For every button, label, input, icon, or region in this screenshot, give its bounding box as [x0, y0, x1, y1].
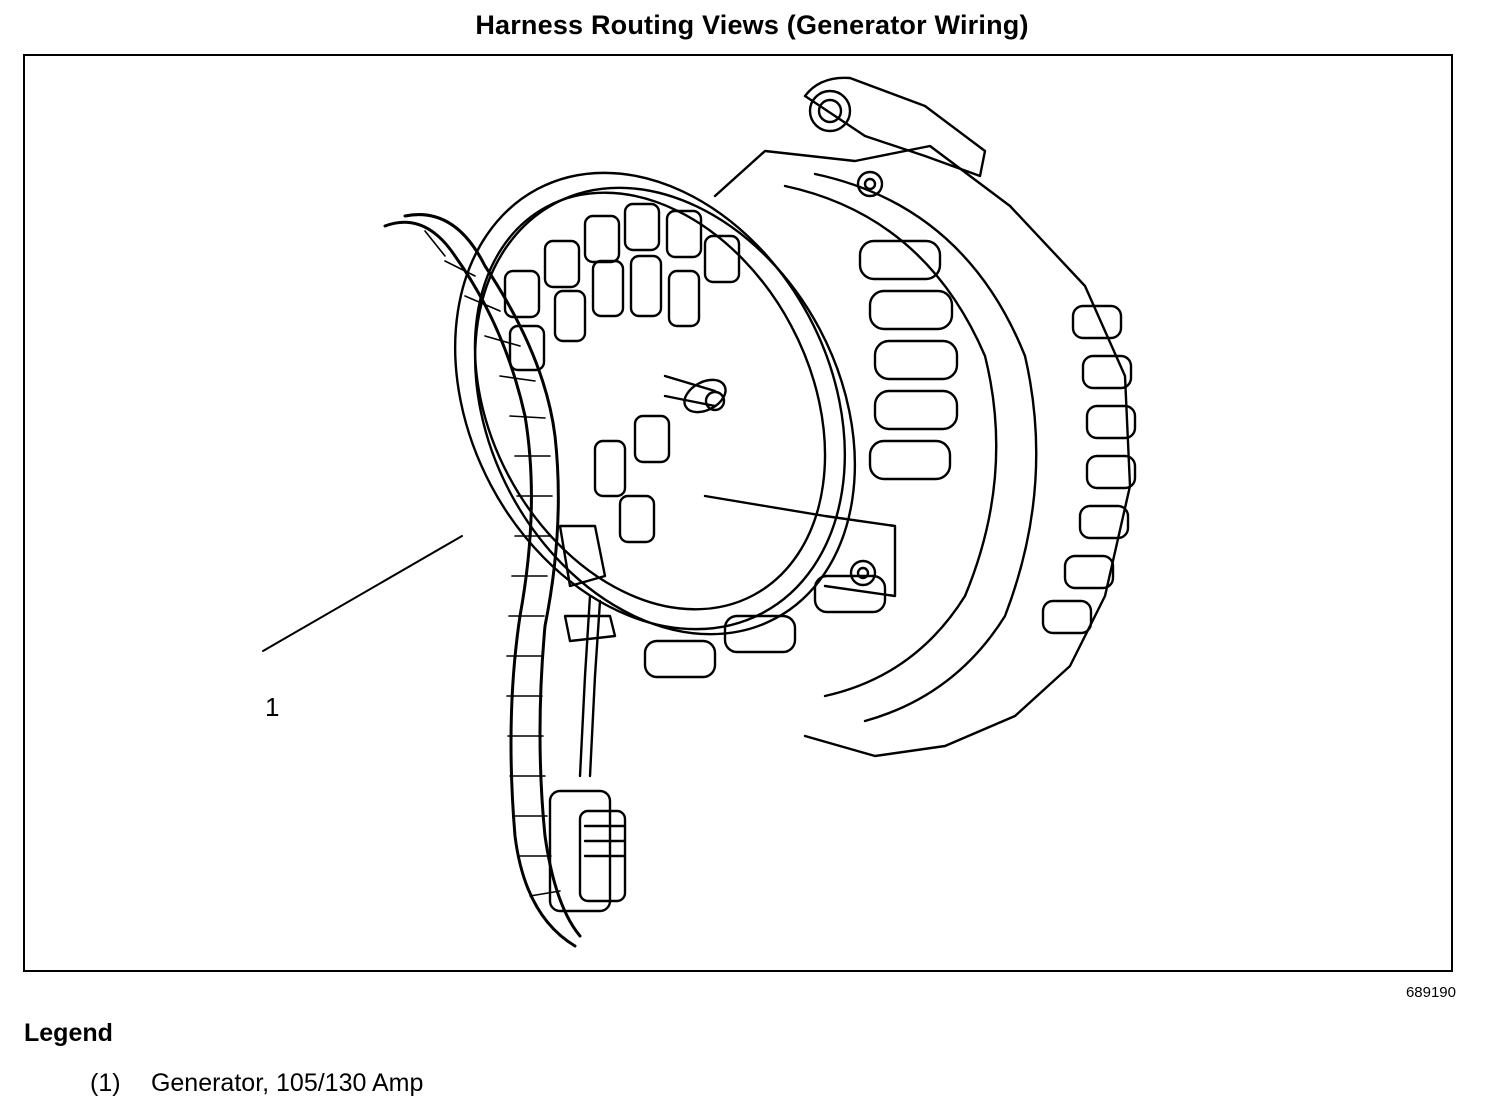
harness-connector: [548, 789, 627, 913]
lower-bracket: [703, 494, 897, 598]
wiring-harness: [383, 220, 577, 948]
bolt-top: [856, 170, 884, 198]
generator-drawing: [262, 76, 1137, 948]
mounting-ear-top: [803, 76, 987, 178]
stator-band: [783, 184, 998, 698]
cooling-vents: [503, 202, 741, 544]
legend-item-label: Generator, 105/130 Amp: [150, 1069, 424, 1097]
housing-ribs: [1041, 304, 1137, 635]
generator-housing: [713, 144, 1132, 758]
bolt-bottom: [849, 559, 877, 587]
mounting-ear-hole: [808, 89, 852, 133]
legend-item: (1) Generator, 105/130 Amp: [90, 1069, 423, 1098]
harness-clip: [558, 524, 607, 588]
front-end-frame: [453, 171, 847, 631]
legend-item-number: (1): [90, 1069, 121, 1097]
conduit-ribs: [424, 230, 561, 897]
figure-id: 689190: [1405, 984, 1456, 1001]
diagram-frame: 1: [23, 54, 1453, 972]
callout-1: 1: [265, 692, 280, 722]
stator-windows: [643, 239, 959, 679]
legend-heading: Legend: [24, 1019, 113, 1047]
callout-leader: [262, 535, 463, 652]
harness-wire: [578, 594, 592, 778]
page-title: Harness Routing Views (Generator Wiring): [475, 10, 1029, 40]
